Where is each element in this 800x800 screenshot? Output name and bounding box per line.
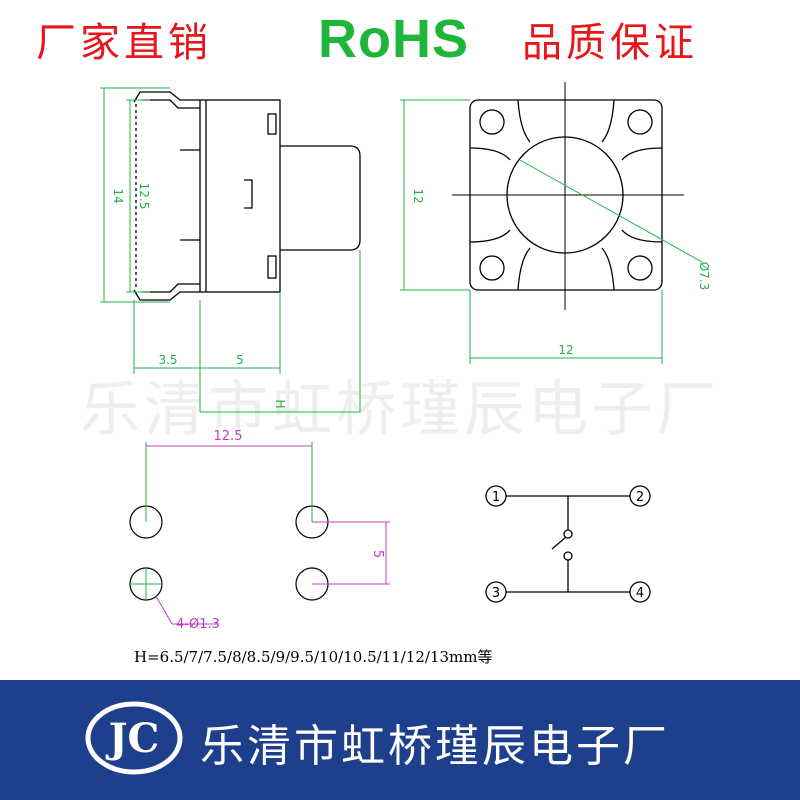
dim-pcb-holes: 4-Ø1.3 (176, 617, 220, 632)
schematic-pin-3: 3 (492, 586, 500, 601)
dim-side-inner-height: 12.5 (137, 183, 151, 210)
rohs-badge: RoHS (318, 9, 469, 69)
dim-top-width: 12 (558, 343, 573, 357)
schematic-pin-1: 1 (492, 490, 500, 505)
top-view (452, 82, 684, 310)
dim-pcb-pitch: 12.5 (214, 429, 243, 444)
dim-side-lead-width: 3.5 (158, 353, 177, 367)
side-view (133, 91, 361, 301)
footer-banner: JC 乐清市虹桥瑾辰电子厂 (0, 680, 800, 800)
dim-button-diameter: Ø7.3 (697, 262, 711, 291)
slogan-factory-direct: 厂家直销 (36, 20, 212, 66)
switch-schematic (485, 485, 651, 603)
company-logo: JC (85, 701, 183, 775)
header: 厂家直销 RoHS 品质保证 (0, 0, 800, 80)
dim-top-height: 12 (411, 188, 425, 203)
schematic-pin-4: 4 (636, 586, 644, 601)
top-view-dimensions (400, 99, 703, 364)
company-name: 乐清市虹桥瑾辰电子厂 (200, 721, 670, 772)
slogan-quality-guarantee: 品质保证 (522, 20, 698, 66)
schematic-pin-2: 2 (636, 490, 644, 505)
height-options-note: H=6.5/7/7.5/8/8.5/9/9.5/10/10.5/11/12/13… (134, 648, 493, 666)
logo-letters: JC (106, 715, 160, 762)
technical-drawing: 乐清市虹桥瑾辰电子厂 14 12.5 (80, 82, 720, 632)
dim-side-body-width: 5 (236, 353, 244, 367)
dim-side-height-marker: H (273, 399, 287, 408)
side-view-dimensions (100, 87, 361, 413)
watermark-text: 乐清市虹桥瑾辰电子厂 (80, 375, 720, 445)
pcb-footprint (129, 505, 329, 601)
dim-side-height: 14 (111, 188, 125, 203)
pcb-dimensions (130, 442, 390, 625)
dim-pcb-spacing: 5 (370, 550, 385, 558)
